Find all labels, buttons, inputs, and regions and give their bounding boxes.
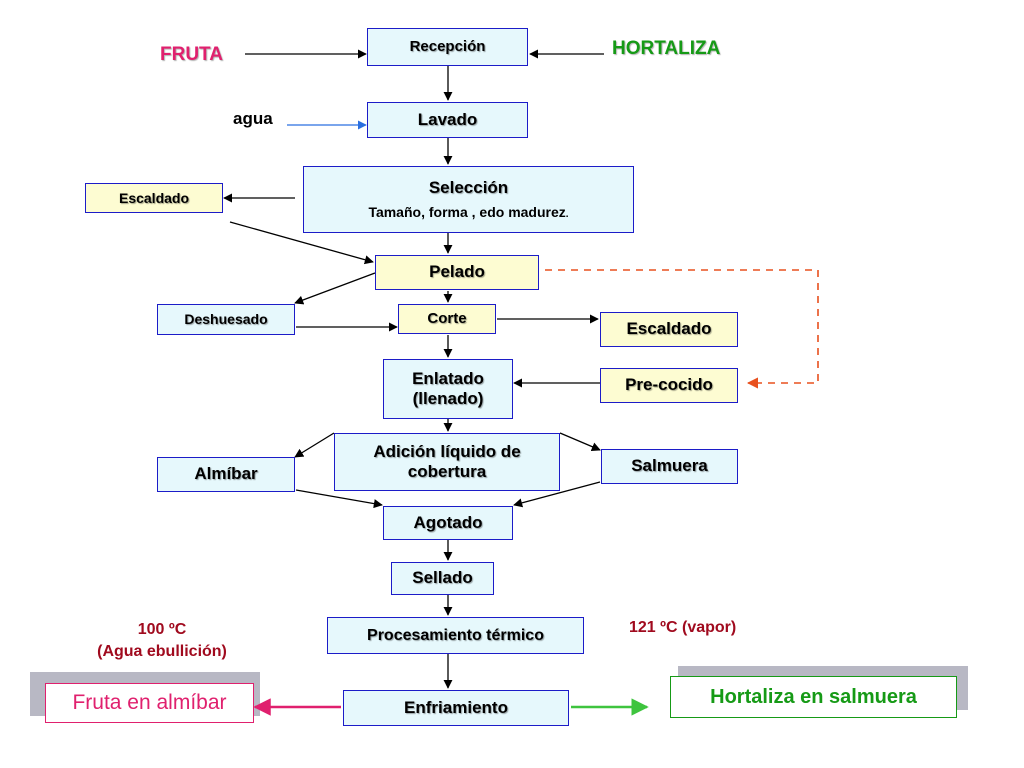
condition-left: 100 ºC (Agua ebullición) <box>72 619 252 662</box>
node-almibar: Almíbar <box>157 457 295 492</box>
node-adicion-line2: cobertura <box>407 462 487 481</box>
node-lavado-label: Lavado <box>417 109 478 129</box>
node-lavado: Lavado <box>367 102 528 138</box>
arrow-adicion-almibar <box>294 432 335 458</box>
node-seleccion-criteria: Tamaño, forma , edo madurez. <box>368 204 568 221</box>
node-enlatado: Enlatado (llenado) <box>383 359 513 419</box>
output-fruta-almibar: Fruta en almíbar <box>45 683 254 723</box>
node-salmuera: Salmuera <box>601 449 738 484</box>
node-agotado-label: Agotado <box>413 512 483 532</box>
node-escaldado-left-label: Escaldado <box>118 189 190 206</box>
arrow-salmuera-agotado <box>513 481 601 508</box>
node-precocido: Pre-cocido <box>600 368 738 403</box>
arrow-adicion-salmuera <box>559 432 601 451</box>
node-enlatado-line2: (llenado) <box>412 389 484 408</box>
node-precocido-label: Pre-cocido <box>625 375 713 395</box>
node-seleccion-label: Selección <box>428 177 509 197</box>
label-fruta: FRUTA <box>160 44 223 65</box>
seleccion-criteria-dot: . <box>565 209 569 221</box>
node-enlatado-line1: Enlatado <box>412 368 484 388</box>
node-procesamiento-label: Procesamiento térmico <box>367 626 544 644</box>
node-enfriamiento: Enfriamiento <box>343 690 569 726</box>
node-escaldado-left: Escaldado <box>85 183 223 213</box>
condition-right: 121 ºC (vapor) <box>629 619 737 636</box>
node-escaldado-right-label: Escaldado <box>626 319 712 339</box>
node-recepcion: Recepción <box>367 28 528 66</box>
node-sellado: Sellado <box>391 562 494 595</box>
node-agotado: Agotado <box>383 506 513 540</box>
output-hortaliza-salmuera-label: Hortaliza en salmuera <box>710 685 917 708</box>
node-deshuesado-label: Deshuesado <box>184 311 268 328</box>
node-recepcion-label: Recepción <box>409 38 486 55</box>
node-pelado: Pelado <box>375 255 539 290</box>
node-adicion-line1: Adición líquido de <box>373 441 521 461</box>
node-salmuera-label: Salmuera <box>631 456 708 476</box>
node-pelado-label: Pelado <box>429 262 485 282</box>
output-fruta-almibar-label: Fruta en almíbar <box>72 691 227 714</box>
node-escaldado-right: Escaldado <box>600 312 738 347</box>
node-corte-label: Corte <box>427 310 467 327</box>
node-enfriamiento-label: Enfriamiento <box>404 697 508 717</box>
node-deshuesado: Deshuesado <box>157 304 295 335</box>
node-almibar-label: Almíbar <box>194 464 258 484</box>
dashed-pelado-precocido <box>545 269 819 389</box>
node-corte: Corte <box>398 304 496 334</box>
arrow-almibar-agotado <box>295 489 383 509</box>
label-agua: agua <box>233 109 273 128</box>
output-hortaliza-salmuera: Hortaliza en salmuera <box>670 676 957 718</box>
condition-left-temp: 100 ºC <box>137 621 187 638</box>
arrow-pelado-deshuesado <box>294 272 376 305</box>
label-hortaliza: HORTALIZA <box>612 38 721 59</box>
node-seleccion: Selección Tamaño, forma , edo madurez. <box>303 166 634 233</box>
seleccion-criteria-text: Tamaño, forma , edo madurez <box>368 204 566 221</box>
node-procesamiento: Procesamiento térmico <box>327 617 584 654</box>
node-sellado-label: Sellado <box>412 568 473 588</box>
condition-left-medium: (Agua ebullición) <box>97 642 227 660</box>
node-adicion: Adición líquido de cobertura <box>334 433 560 491</box>
arrow-escaldado-pelado <box>229 221 374 265</box>
